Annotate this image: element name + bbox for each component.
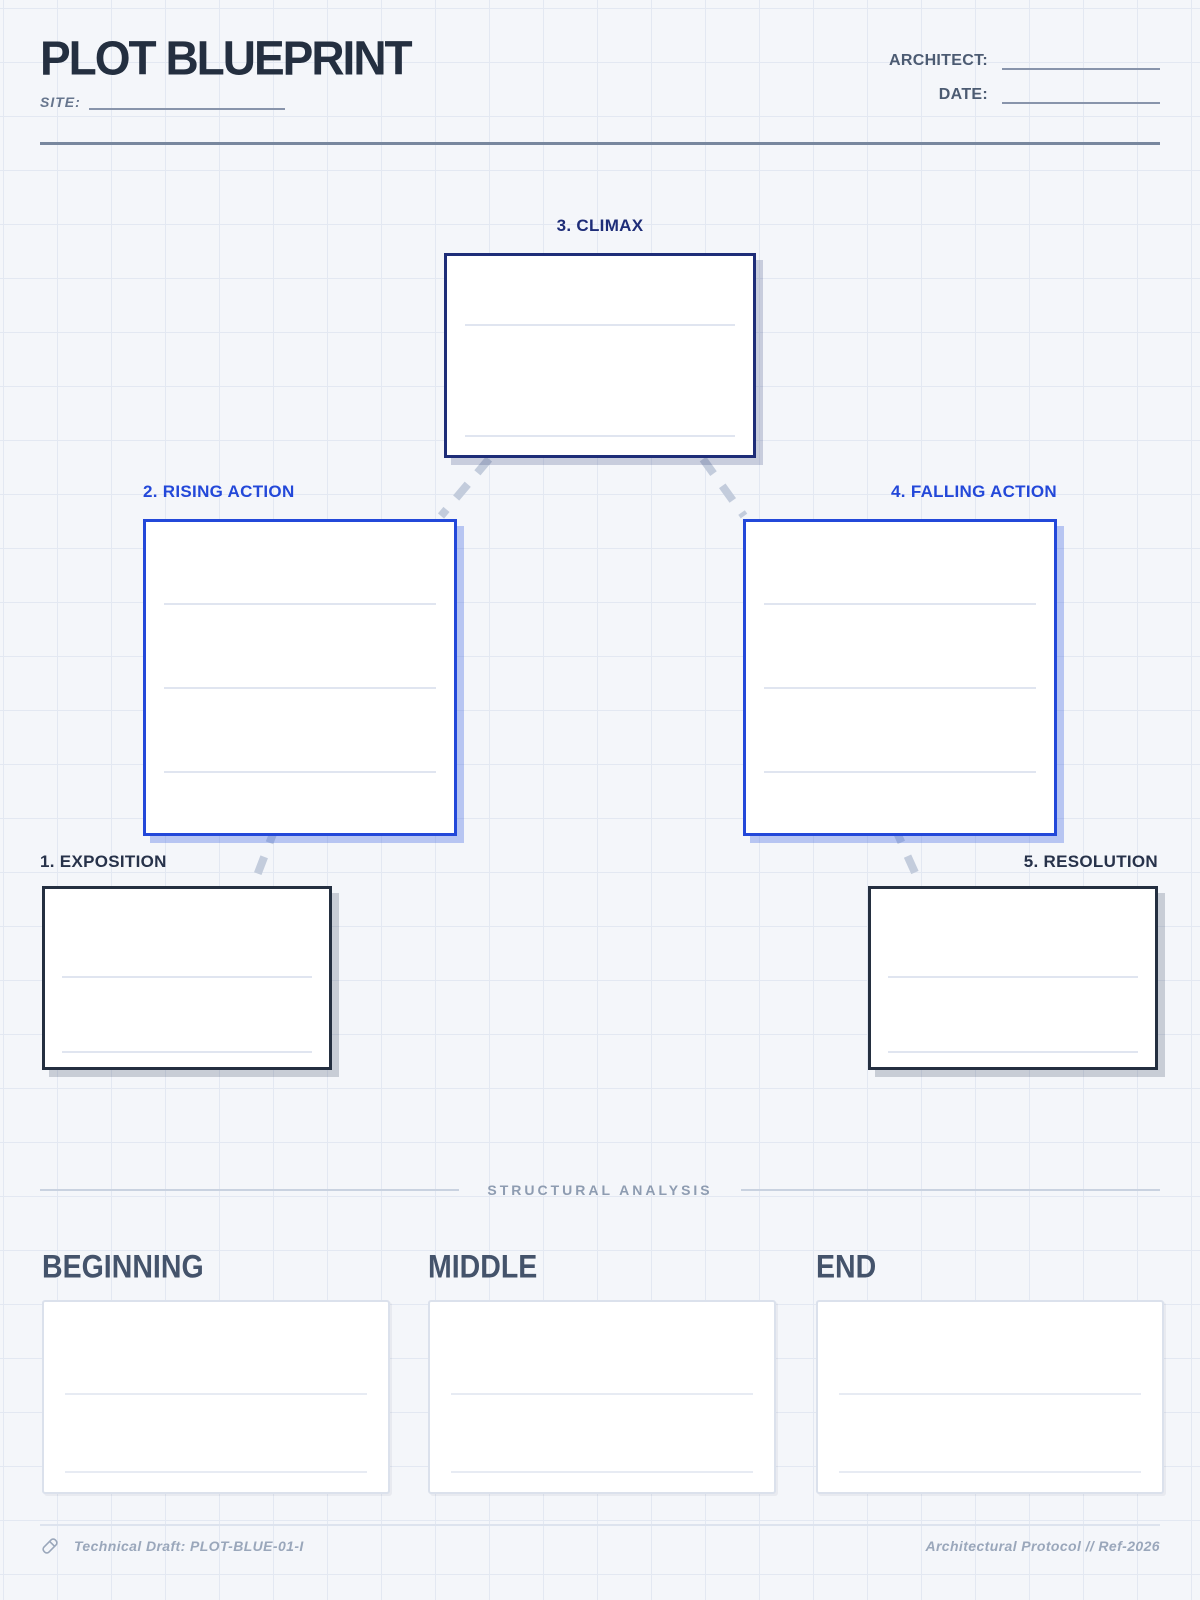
- climax-label: 3. CLIMAX: [556, 216, 644, 235]
- ruled-line: [450, 1471, 754, 1474]
- footer-divider: [40, 1524, 1160, 1526]
- pencil-icon: [42, 1538, 58, 1554]
- date-field-row: DATE:: [939, 86, 1160, 104]
- ruled-line: [838, 1471, 1142, 1474]
- footer: Technical Draft: PLOT-BLUE-01-I Architec…: [40, 1536, 1160, 1556]
- end-heading: END: [816, 1248, 877, 1285]
- ruled-line: [64, 1471, 368, 1474]
- connector-climax-falling: [699, 456, 748, 519]
- date-input-line[interactable]: [1002, 86, 1160, 104]
- ruled-line: [62, 976, 312, 979]
- climax-box[interactable]: [444, 253, 756, 458]
- architect-input-line[interactable]: [1002, 52, 1160, 70]
- ruled-line: [164, 770, 436, 773]
- ruled-line: [764, 602, 1036, 605]
- architect-label: ARCHITECT:: [889, 52, 988, 69]
- middle-heading: MIDDLE: [428, 1248, 538, 1285]
- ruled-line: [450, 1393, 754, 1396]
- ruled-line: [164, 686, 436, 689]
- rising-action-label: 2. RISING ACTION: [143, 482, 295, 501]
- resolution-box[interactable]: [868, 886, 1158, 1070]
- ruled-line: [465, 323, 735, 326]
- middle-box[interactable]: [428, 1300, 776, 1494]
- site-label: SITE:: [40, 94, 81, 110]
- ruled-line: [764, 770, 1036, 773]
- ruled-line: [888, 976, 1138, 979]
- resolution-label: 5. RESOLUTION: [1023, 852, 1158, 871]
- page-title: PLOT BLUEPRINT: [40, 31, 413, 86]
- rising-action-box[interactable]: [143, 519, 457, 836]
- ruled-line: [62, 1050, 312, 1053]
- ruled-line: [838, 1393, 1142, 1396]
- ruled-line: [164, 602, 436, 605]
- structural-analysis-divider: STRUCTURAL ANALYSIS: [40, 1182, 1160, 1198]
- beginning-box[interactable]: [42, 1300, 390, 1494]
- footer-right-text: Architectural Protocol // Ref-2026: [925, 1538, 1160, 1554]
- ruled-line: [64, 1393, 368, 1396]
- structural-analysis-heading: STRUCTURAL ANALYSIS: [487, 1182, 713, 1198]
- falling-action-label: 4. FALLING ACTION: [891, 482, 1057, 501]
- divider-line-right: [740, 1189, 1160, 1191]
- ruled-line: [764, 686, 1036, 689]
- ruled-line: [888, 1050, 1138, 1053]
- exposition-label: 1. EXPOSITION: [40, 852, 167, 871]
- connector-rising-climax: [437, 456, 493, 519]
- header-divider: [40, 142, 1160, 145]
- site-input-line[interactable]: [88, 92, 285, 110]
- beginning-heading: BEGINNING: [42, 1248, 204, 1285]
- ruled-line: [465, 435, 735, 438]
- exposition-box[interactable]: [42, 886, 332, 1070]
- date-label: DATE:: [938, 86, 988, 103]
- footer-left: Technical Draft: PLOT-BLUE-01-I: [40, 1536, 304, 1556]
- divider-line-left: [40, 1189, 460, 1191]
- falling-action-box[interactable]: [743, 519, 1057, 836]
- end-box[interactable]: [816, 1300, 1164, 1494]
- architect-field-row: ARCHITECT:: [889, 52, 1160, 70]
- site-field-row: SITE:: [40, 92, 285, 110]
- footer-left-text: Technical Draft: PLOT-BLUE-01-I: [74, 1538, 304, 1554]
